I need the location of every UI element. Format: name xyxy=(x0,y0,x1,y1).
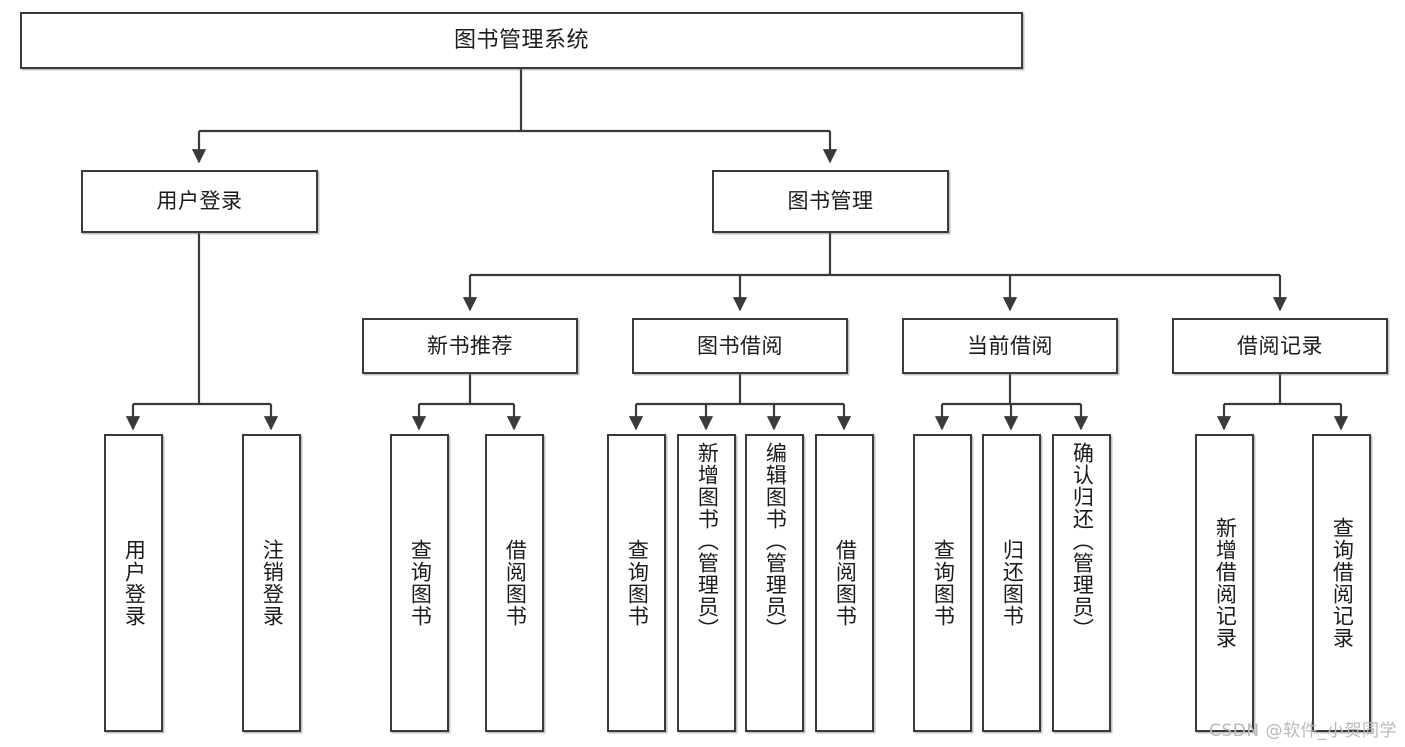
node-label: 图书管理系统 xyxy=(453,27,589,53)
node-label: 借阅记录 xyxy=(1237,333,1323,358)
node-leaf-borrow-book-recommend[interactable]: 借阅图书 xyxy=(485,434,544,732)
node-label: 新增图书（管理员） xyxy=(695,442,720,640)
node-label: 查询图书 xyxy=(625,539,650,627)
node-user-login[interactable]: 用户登录 xyxy=(81,170,318,233)
node-leaf-add-book-admin[interactable]: 新增图书（管理员） xyxy=(677,434,736,732)
node-label: 编辑图书（管理员） xyxy=(763,442,788,640)
node-leaf-confirm-return-admin[interactable]: 确认归还（管理员） xyxy=(1052,434,1111,732)
node-root-system[interactable]: 图书管理系统 xyxy=(20,12,1023,69)
node-label: 当前借阅 xyxy=(967,333,1053,358)
node-new-book-recommend[interactable]: 新书推荐 xyxy=(362,318,578,374)
node-leaf-logout[interactable]: 注销登录 xyxy=(242,434,301,732)
csdn-watermark: CSDN @软件_小贺同学 xyxy=(1209,721,1397,741)
node-current-borrow[interactable]: 当前借阅 xyxy=(902,318,1118,374)
node-label: 用户登录 xyxy=(122,539,147,627)
node-leaf-query-book-current[interactable]: 查询图书 xyxy=(913,434,972,732)
node-label: 新增借阅记录 xyxy=(1213,517,1238,649)
node-label: 借阅图书 xyxy=(833,539,858,627)
node-book-management[interactable]: 图书管理 xyxy=(712,170,949,233)
node-label: 图书借阅 xyxy=(697,333,783,358)
node-leaf-return-book[interactable]: 归还图书 xyxy=(982,434,1041,732)
node-label: 注销登录 xyxy=(260,539,285,627)
node-label: 查询图书 xyxy=(408,539,433,627)
node-leaf-borrow-book[interactable]: 借阅图书 xyxy=(815,434,874,732)
node-label: 查询借阅记录 xyxy=(1330,517,1355,649)
node-leaf-user-login[interactable]: 用户登录 xyxy=(104,434,163,732)
node-label: 新书推荐 xyxy=(427,333,513,358)
node-label: 用户登录 xyxy=(156,189,243,214)
node-book-borrow[interactable]: 图书借阅 xyxy=(632,318,848,374)
node-label: 归还图书 xyxy=(1000,539,1025,627)
node-label: 查询图书 xyxy=(931,539,956,627)
node-leaf-add-borrow-record[interactable]: 新增借阅记录 xyxy=(1195,434,1254,732)
node-leaf-query-book-borrow[interactable]: 查询图书 xyxy=(607,434,666,732)
node-leaf-query-book-recommend[interactable]: 查询图书 xyxy=(390,434,449,732)
node-label: 借阅图书 xyxy=(503,539,528,627)
node-label: 图书管理 xyxy=(787,189,874,214)
node-leaf-edit-book-admin[interactable]: 编辑图书（管理员） xyxy=(745,434,804,732)
node-label: 确认归还（管理员） xyxy=(1070,442,1095,640)
node-borrow-record[interactable]: 借阅记录 xyxy=(1172,318,1388,374)
node-leaf-query-borrow-record[interactable]: 查询借阅记录 xyxy=(1312,434,1371,732)
